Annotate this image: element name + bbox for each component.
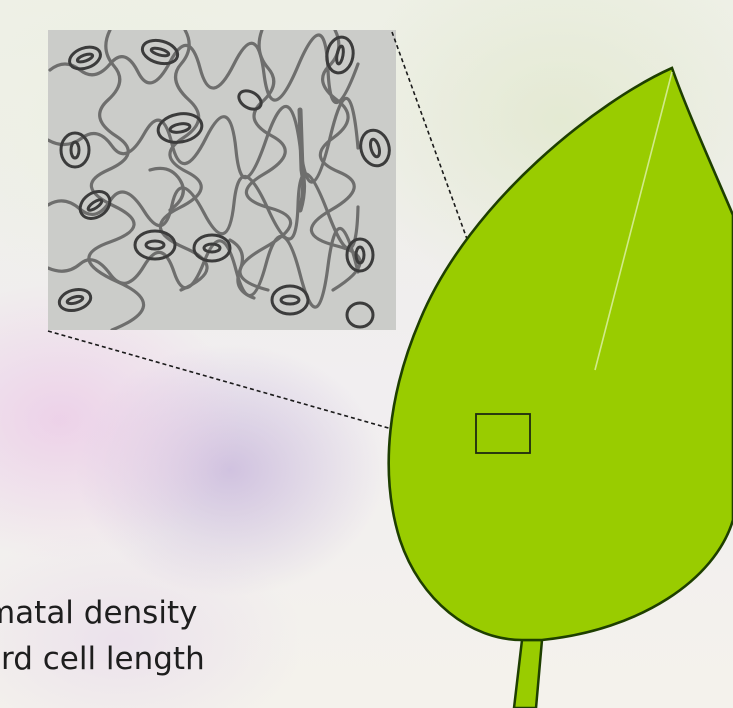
caption-line-2: ard cell length xyxy=(0,636,482,682)
stomata-micrograph xyxy=(48,30,396,330)
caption-line-1: omatal density xyxy=(0,590,466,636)
caption: omatal density ard cell length xyxy=(0,590,500,682)
